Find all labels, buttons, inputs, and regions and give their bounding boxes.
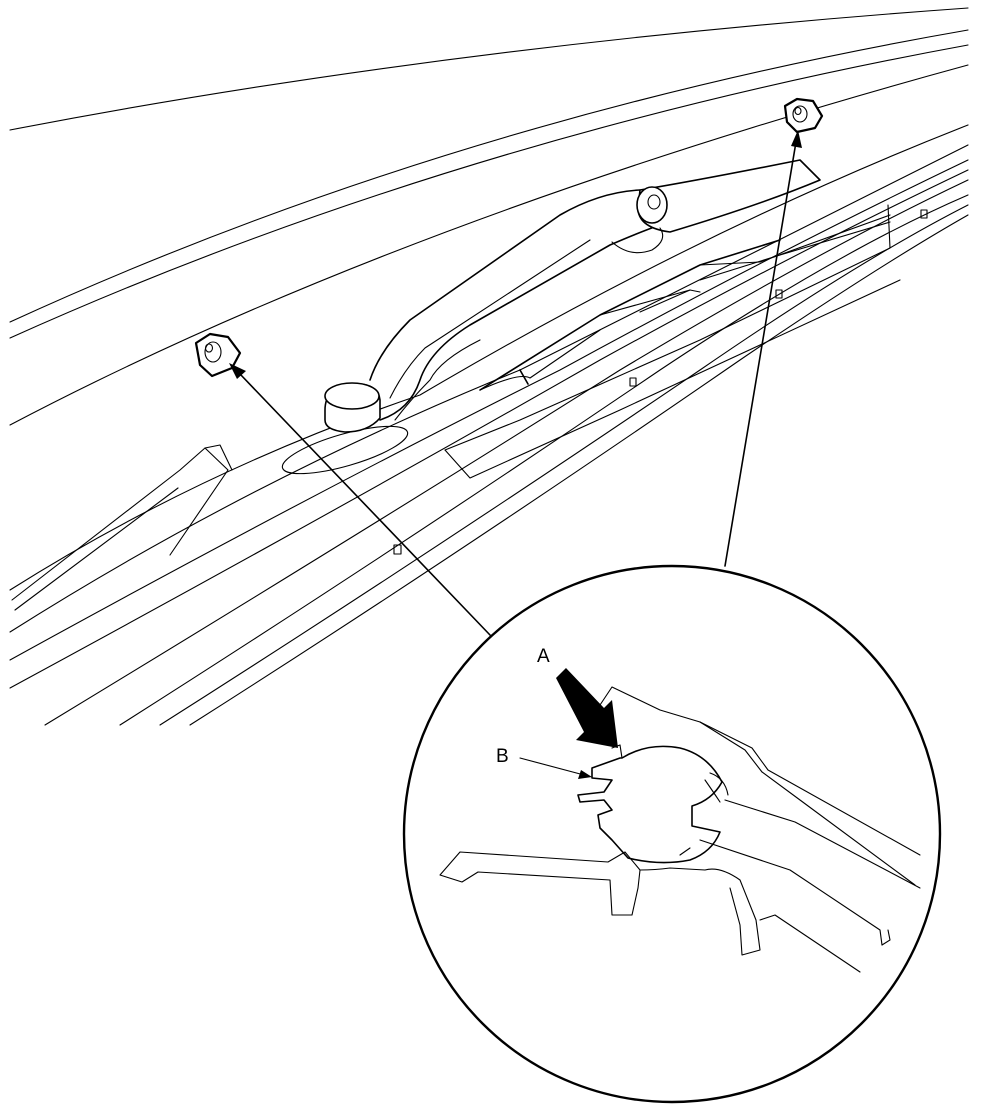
detail-inset: A B [402, 564, 942, 1104]
wiper-arm-assembly [281, 159, 891, 475]
callout-a-arrow [556, 668, 618, 748]
leader-arrow-left [229, 363, 491, 636]
callout-b-label: B [496, 746, 509, 767]
windshield-edge-lines [9, 7, 969, 426]
clip-right [783, 97, 824, 134]
clip-left [194, 332, 242, 378]
callout-a-label: A [537, 646, 550, 667]
leader-arrow-right [724, 130, 802, 567]
cowl-panel-lines [9, 124, 969, 726]
callout-b-pointer [519, 757, 592, 779]
